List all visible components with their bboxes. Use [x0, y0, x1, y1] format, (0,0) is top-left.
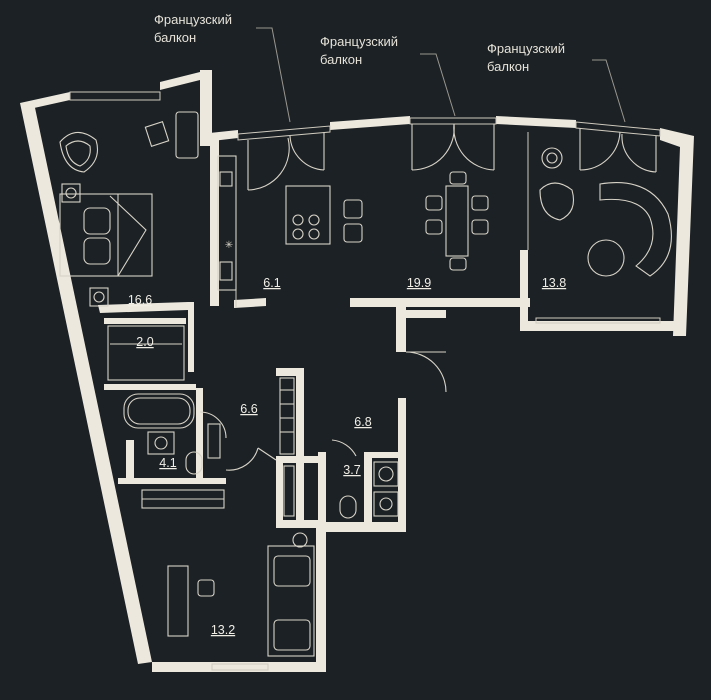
dining-furniture: [425, 171, 489, 271]
balcony-label-1-line2: балкон: [154, 30, 196, 45]
area-lounge: 13.8: [542, 276, 566, 290]
french-balcony-windows: [69, 91, 661, 324]
study-furniture: [167, 532, 315, 657]
balcony-label-1-line1: Французский: [154, 12, 232, 27]
area-entry: 6.8: [354, 415, 371, 429]
balcony-label-3-line2: балкон: [487, 59, 529, 74]
area-study: 13.2: [211, 623, 235, 637]
balcony-label-3-line1: Французский: [487, 41, 565, 56]
bedroom-furniture: [59, 111, 199, 307]
area-bedroom: 16.6: [128, 293, 152, 307]
area-closet: 2.0: [136, 335, 153, 349]
area-wc: 3.7: [343, 463, 360, 477]
outer-walls: [20, 70, 694, 672]
area-living: 19.9: [407, 276, 431, 290]
room-areas: 16.6 6.1 19.9 13.8 2.0 6.6 4.1 6.8 3.7 1…: [128, 276, 566, 637]
balcony-label-2-line1: Французский: [320, 34, 398, 49]
bath-closet-furniture: [107, 325, 295, 509]
balcony-label-2-line2: балкон: [320, 52, 362, 67]
balcony-callouts: Французский балкон Французский балкон Фр…: [154, 12, 626, 123]
wc-furniture: [283, 461, 399, 519]
kitchen-furniture: ✳: [217, 155, 363, 291]
area-bath: 4.1: [159, 456, 176, 470]
lounge-furniture: [539, 147, 672, 277]
svg-text:✳: ✳: [225, 240, 233, 251]
area-kitchen: 6.1: [263, 276, 280, 290]
area-hall: 6.6: [240, 402, 257, 416]
